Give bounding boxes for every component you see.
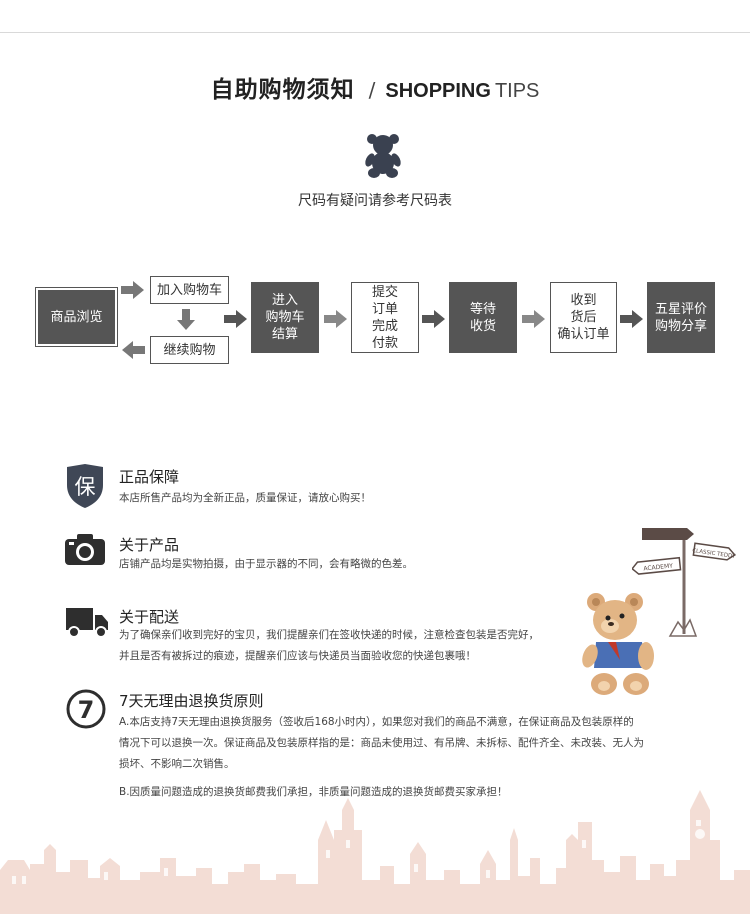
- info-text-return-a1: A.本店支持7天无理由退换货服务（签收后168小时内），如果您对我们的商品不满意…: [119, 716, 634, 728]
- arrow-left-icon: [122, 341, 145, 359]
- shield-bao-icon: 保: [67, 464, 103, 508]
- truck-icon: [66, 608, 108, 638]
- flow-step-wait-delivery: 等待 收货: [449, 282, 517, 353]
- info-title-authentic: 正品保障: [119, 468, 180, 486]
- title-en-bold: SHOPPING: [385, 80, 491, 102]
- flow-step-confirm-receipt: 收到 货后 确认订单: [550, 282, 617, 353]
- info-text-delivery-2: 并且是否有被拆过的痕迹，提醒亲们应该与快递员当面验收您的快递包裹哦！: [119, 650, 476, 662]
- info-text-return-a2: 情况下可以退换一次。保证商品及包装原样指的是：商品未使用过、有吊牌、未拆标、配件…: [119, 737, 644, 749]
- info-title-return-policy: 7天无理由退换货原则: [119, 692, 264, 710]
- arrow-right-icon: [422, 310, 445, 328]
- info-text-delivery-1: 为了确保亲们收到完好的宝贝，我们提醒亲们在签收快递的时候，注意检查包装是否完好，: [119, 629, 539, 641]
- arrow-right-icon: [324, 310, 347, 328]
- info-title-delivery: 关于配送: [119, 608, 180, 626]
- arrow-right-icon: [224, 310, 247, 328]
- title-separator: /: [368, 78, 376, 102]
- info-text-return-b: B.因质量问题造成的退换货邮费我们承担，非质量问题造成的退换货邮费买家承担！: [119, 786, 508, 798]
- sign-label-academy: ACADEMY: [643, 562, 673, 572]
- teddy-bear-illustration: [582, 593, 654, 695]
- seven-day-icon: 7: [66, 689, 106, 729]
- arrow-right-icon: [121, 281, 144, 299]
- info-text-product: 店铺产品均是实物拍摄，由于显示器的不同，会有略微的色差。: [119, 558, 413, 570]
- info-text-authentic: 本店所售产品均为全新正品，质量保证，请放心购买！: [119, 492, 371, 504]
- flow-step-review: 五星评价 购物分享: [647, 282, 715, 353]
- size-chart-note[interactable]: 尺码有疑问请参考尺码表: [298, 193, 452, 209]
- teddy-bear-icon: [365, 134, 401, 178]
- shield-char: 保: [75, 475, 96, 499]
- flow-step-checkout: 进入 购物车 结算: [251, 282, 319, 353]
- flow-step-browse: 商品浏览: [35, 287, 118, 347]
- arrow-right-icon: [522, 310, 545, 328]
- signpost-illustration: CLASSIC TEDDY ACADEMY: [632, 528, 736, 637]
- arrow-right-icon: [620, 310, 643, 328]
- camera-icon: [65, 534, 105, 565]
- info-text-return-a3: 损坏、不影响二次销售。: [119, 758, 235, 770]
- flow-step-submit-order: 提交 订单 完成 付款: [351, 282, 419, 353]
- arrow-down-icon: [177, 309, 195, 330]
- info-title-product: 关于产品: [119, 536, 180, 554]
- top-divider: [0, 32, 750, 33]
- city-skyline-decoration: [0, 790, 750, 914]
- flow-step-continue-shopping: 继续购物: [150, 336, 229, 364]
- title-en-light: TIPS: [494, 80, 540, 102]
- seven-char: 7: [78, 696, 95, 724]
- flow-step-add-cart: 加入购物车: [150, 276, 229, 304]
- title-cn: 自助购物须知: [210, 77, 355, 103]
